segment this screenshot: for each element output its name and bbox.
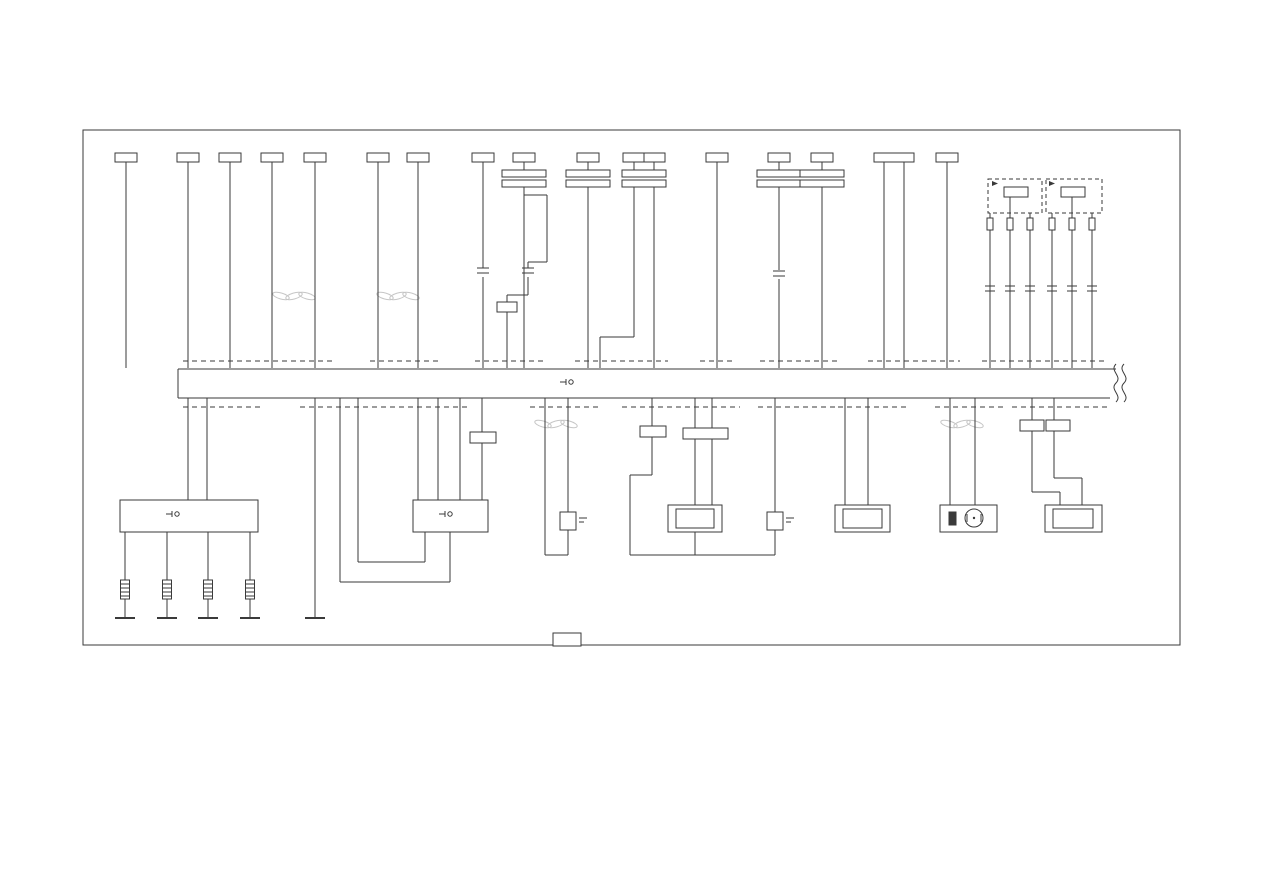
terminal-box <box>176 152 200 163</box>
connector-bar <box>799 169 845 178</box>
terminal-box <box>406 152 430 163</box>
terminal-box <box>935 152 959 163</box>
terminal-box <box>576 152 600 163</box>
fuse-body <box>1026 217 1034 231</box>
coil-symbol <box>162 579 172 600</box>
connector-bar <box>501 179 547 188</box>
terminal-box <box>114 152 138 163</box>
connector-bar <box>565 169 611 178</box>
relay-box <box>1060 186 1086 198</box>
fuse-body <box>986 217 994 231</box>
relay-group-outline <box>987 178 1043 214</box>
component-inner-box <box>842 508 883 529</box>
terminal-box <box>512 152 536 163</box>
twisted-pair-icon <box>560 419 578 429</box>
terminal-box <box>218 152 242 163</box>
terminal-box <box>303 152 327 163</box>
twisted-pair-icon <box>534 419 552 429</box>
connector-bar <box>799 179 845 188</box>
motor-icon <box>964 508 984 528</box>
bus-break-squiggle <box>1113 363 1119 403</box>
bottom-connector-box <box>552 632 582 647</box>
twisted-pair-icon <box>298 291 316 301</box>
twisted-pair-icon <box>389 291 407 301</box>
connector-bar <box>756 169 802 178</box>
terminal-box <box>643 152 666 163</box>
component-inner-box <box>675 508 715 529</box>
connector-bar <box>501 169 547 178</box>
component-element <box>948 511 957 526</box>
bus-reference-glyph <box>568 379 574 385</box>
control-unit-box <box>119 499 259 533</box>
relay-box <box>1003 186 1029 198</box>
control-unit-reference-glyph <box>447 511 453 517</box>
connector-bar <box>621 179 667 188</box>
coil-symbol <box>203 579 213 600</box>
inline-connector-box <box>469 431 497 444</box>
connector-bar <box>621 169 667 178</box>
inline-connector-box <box>1019 419 1045 432</box>
inline-connector-box <box>639 425 667 438</box>
terminal-box <box>873 152 915 163</box>
twisted-pair-icon <box>966 419 984 429</box>
terminal-box <box>622 152 645 163</box>
relay-group-outline <box>1045 178 1103 214</box>
twisted-pair-icon <box>285 291 303 301</box>
terminal-box <box>767 152 791 163</box>
fuse-body <box>1006 217 1014 231</box>
coil-symbol <box>245 579 255 600</box>
fuse-body <box>1048 217 1056 231</box>
motor-center-dot <box>972 516 976 520</box>
terminal-box <box>705 152 729 163</box>
bus-break-squiggle <box>1121 363 1127 403</box>
terminal-box <box>810 152 834 163</box>
connector-bar <box>565 179 611 188</box>
arrow-icon <box>1049 181 1055 186</box>
coil-symbol <box>120 579 130 600</box>
connector-bar <box>756 179 802 188</box>
twisted-pair-icon <box>547 419 565 429</box>
twisted-pair-icon <box>272 291 290 301</box>
sensor-box <box>559 511 577 531</box>
twisted-pair-icon <box>376 291 394 301</box>
control-unit-reference-glyph <box>174 511 180 517</box>
terminal-box <box>366 152 390 163</box>
inline-connector-box <box>682 427 729 440</box>
terminal-box <box>471 152 495 163</box>
fuse-body <box>1088 217 1096 231</box>
inline-connector-box <box>1045 419 1071 432</box>
diagram-frame <box>82 129 1181 646</box>
arrow-icon <box>992 181 998 186</box>
fuse-body <box>1068 217 1076 231</box>
twisted-pair-icon <box>402 291 420 301</box>
twisted-pair-icon <box>953 419 971 429</box>
junction-box <box>496 301 518 313</box>
component-inner-box <box>1052 508 1094 529</box>
terminal-box <box>260 152 284 163</box>
sensor-box <box>766 511 784 531</box>
